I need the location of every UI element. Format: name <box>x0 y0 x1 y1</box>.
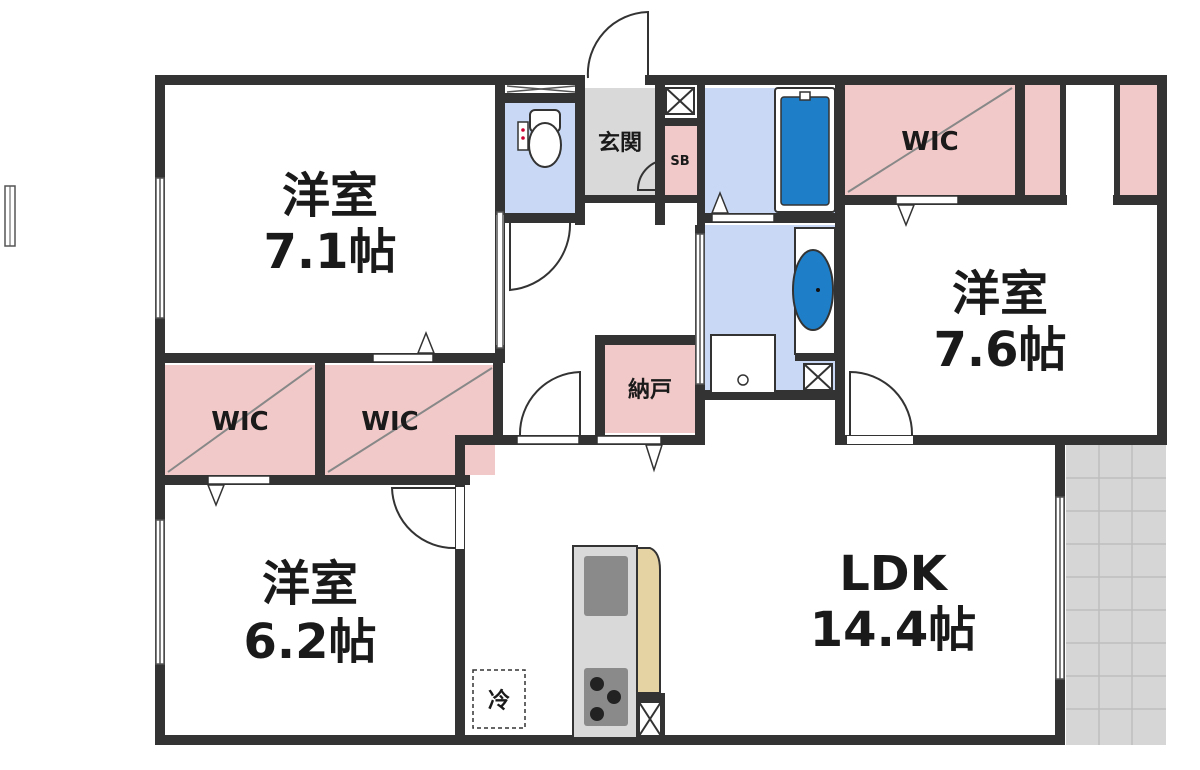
western2-door <box>849 370 914 436</box>
kitchen-counter <box>572 545 661 739</box>
window-hall <box>496 211 504 349</box>
room-nando: 納戸 <box>628 377 672 403</box>
hall-door <box>518 370 581 436</box>
refrigerator-label: 冷 <box>488 688 510 714</box>
room-wic1: WIC <box>901 127 958 157</box>
room-ldk-name: LDK <box>839 546 948 602</box>
washing-machine-pan <box>710 334 776 394</box>
wic-diagonal-1 <box>847 87 1013 193</box>
room-western3-size: 6.2帖 <box>243 614 376 670</box>
wic-diagonal-3 <box>327 367 493 473</box>
nando-area <box>605 345 695 433</box>
western3-door <box>390 487 457 550</box>
room-western2-size: 7.6帖 <box>933 322 1066 378</box>
balcony <box>1066 445 1166 745</box>
room-western3-name: 洋室 <box>262 556 358 612</box>
room-western2-name: 洋室 <box>952 266 1048 322</box>
room-western1-size: 7.1帖 <box>263 224 396 280</box>
bathtub-icon <box>774 87 836 213</box>
toilet-fixture <box>517 109 562 168</box>
stove-icon <box>584 668 628 726</box>
room-shoebox: SB <box>670 154 689 169</box>
shoebox-door <box>636 159 665 191</box>
washbasin-icon <box>792 227 836 355</box>
wic-diagonal-2 <box>167 367 313 473</box>
room-ldk-size: 14.4帖 <box>810 602 976 658</box>
storage-strip-a <box>1025 85 1060 195</box>
refrigerator-space <box>472 669 526 729</box>
sink-icon <box>584 556 628 616</box>
shoebox-area <box>665 125 697 195</box>
storage-strip-b <box>1120 85 1157 195</box>
room-western1-name: 洋室 <box>282 168 378 224</box>
toilet-door <box>509 221 572 292</box>
room-genkan: 玄関 <box>598 130 642 156</box>
entrance-door <box>586 10 649 79</box>
room-wic3: WIC <box>361 407 418 437</box>
genkan-area <box>585 88 655 198</box>
room-wic2: WIC <box>211 407 268 437</box>
